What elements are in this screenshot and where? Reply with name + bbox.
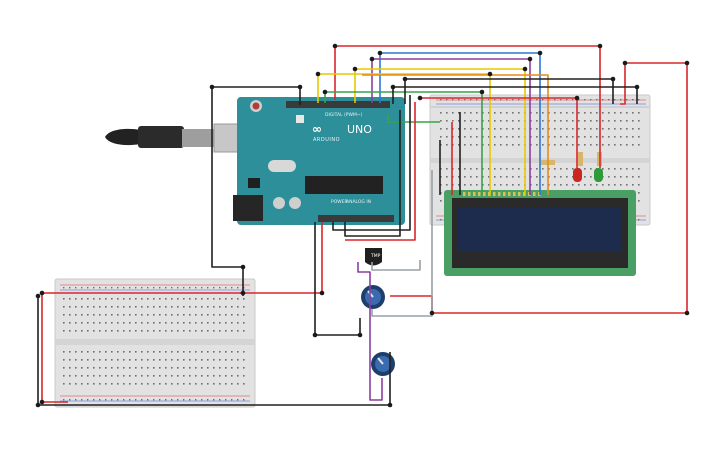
wire-node-0: [209, 84, 215, 90]
wire-node-15: [377, 50, 383, 56]
wire-node-16: [537, 50, 543, 56]
wire-black-29: [344, 110, 401, 237]
wire-node-11: [622, 60, 628, 66]
led-red: [573, 168, 582, 182]
board-brand: ARDUINO: [313, 137, 341, 143]
analog-header-label: ANALOG IN: [346, 200, 372, 205]
wire-node-9: [332, 43, 338, 49]
arduino-uno-board: [233, 97, 405, 225]
board-name: UNO: [347, 123, 372, 136]
wire-node-4: [319, 290, 325, 296]
wire-node-2: [240, 264, 246, 270]
wire-node-1: [297, 84, 303, 90]
usb-cable: [105, 123, 245, 153]
wire-node-24: [610, 76, 616, 82]
potentiometer-2: [371, 352, 395, 376]
wire-node-32: [357, 332, 363, 338]
wire-node-18: [527, 56, 533, 62]
wire-node-27: [417, 95, 423, 101]
wire-node-22: [522, 66, 528, 72]
wire-node-5: [39, 290, 45, 296]
wire-node-6: [39, 399, 45, 405]
breadboard-left: [54, 278, 256, 408]
wire-node-8: [35, 402, 41, 408]
wire-node-13: [684, 310, 690, 316]
wire-node-28: [574, 95, 580, 101]
wire-node-7: [35, 293, 41, 299]
wire-black-28: [332, 95, 411, 231]
led-green: [594, 168, 603, 182]
wire-red-30: [345, 102, 416, 241]
wire-node-12: [684, 60, 690, 66]
wire-node-29: [322, 89, 328, 95]
wire-node-3: [240, 290, 246, 296]
wire-node-23: [402, 76, 408, 82]
wire-purple-15: [357, 262, 383, 401]
wire-orange-20: [362, 74, 549, 195]
power-header-label: POWER: [331, 200, 348, 205]
wire-node-26: [634, 84, 640, 90]
wire-nodes: [35, 43, 690, 408]
wire-black-5: [37, 296, 391, 406]
lcd-display: [444, 190, 636, 276]
wire-black-4: [314, 222, 361, 336]
digital-header-label: DIGITAL (PWM~): [325, 113, 363, 118]
wire-green-23: [387, 114, 440, 123]
wire-node-19: [315, 71, 321, 77]
wire-node-20: [487, 71, 493, 77]
resistor-2: [578, 152, 583, 166]
wire-node-17: [369, 56, 375, 62]
sensor-label: TMP: [371, 254, 381, 259]
wire-node-30: [479, 89, 485, 95]
wire-red-6: [335, 45, 601, 168]
wire-node-10: [597, 43, 603, 49]
wire-node-14: [429, 310, 435, 316]
temperature-sensor: [365, 248, 382, 266]
wire-grey-32: [371, 170, 433, 317]
wire-node-31: [387, 402, 393, 408]
arduino-logo-icon: ∞: [312, 122, 322, 136]
wire-node-21: [352, 66, 358, 72]
wire-red-10: [620, 63, 626, 105]
wire-node-25: [390, 84, 396, 90]
wire-node-33: [312, 332, 318, 338]
wire-grey-33: [371, 260, 421, 271]
potentiometer-1: [361, 285, 385, 309]
